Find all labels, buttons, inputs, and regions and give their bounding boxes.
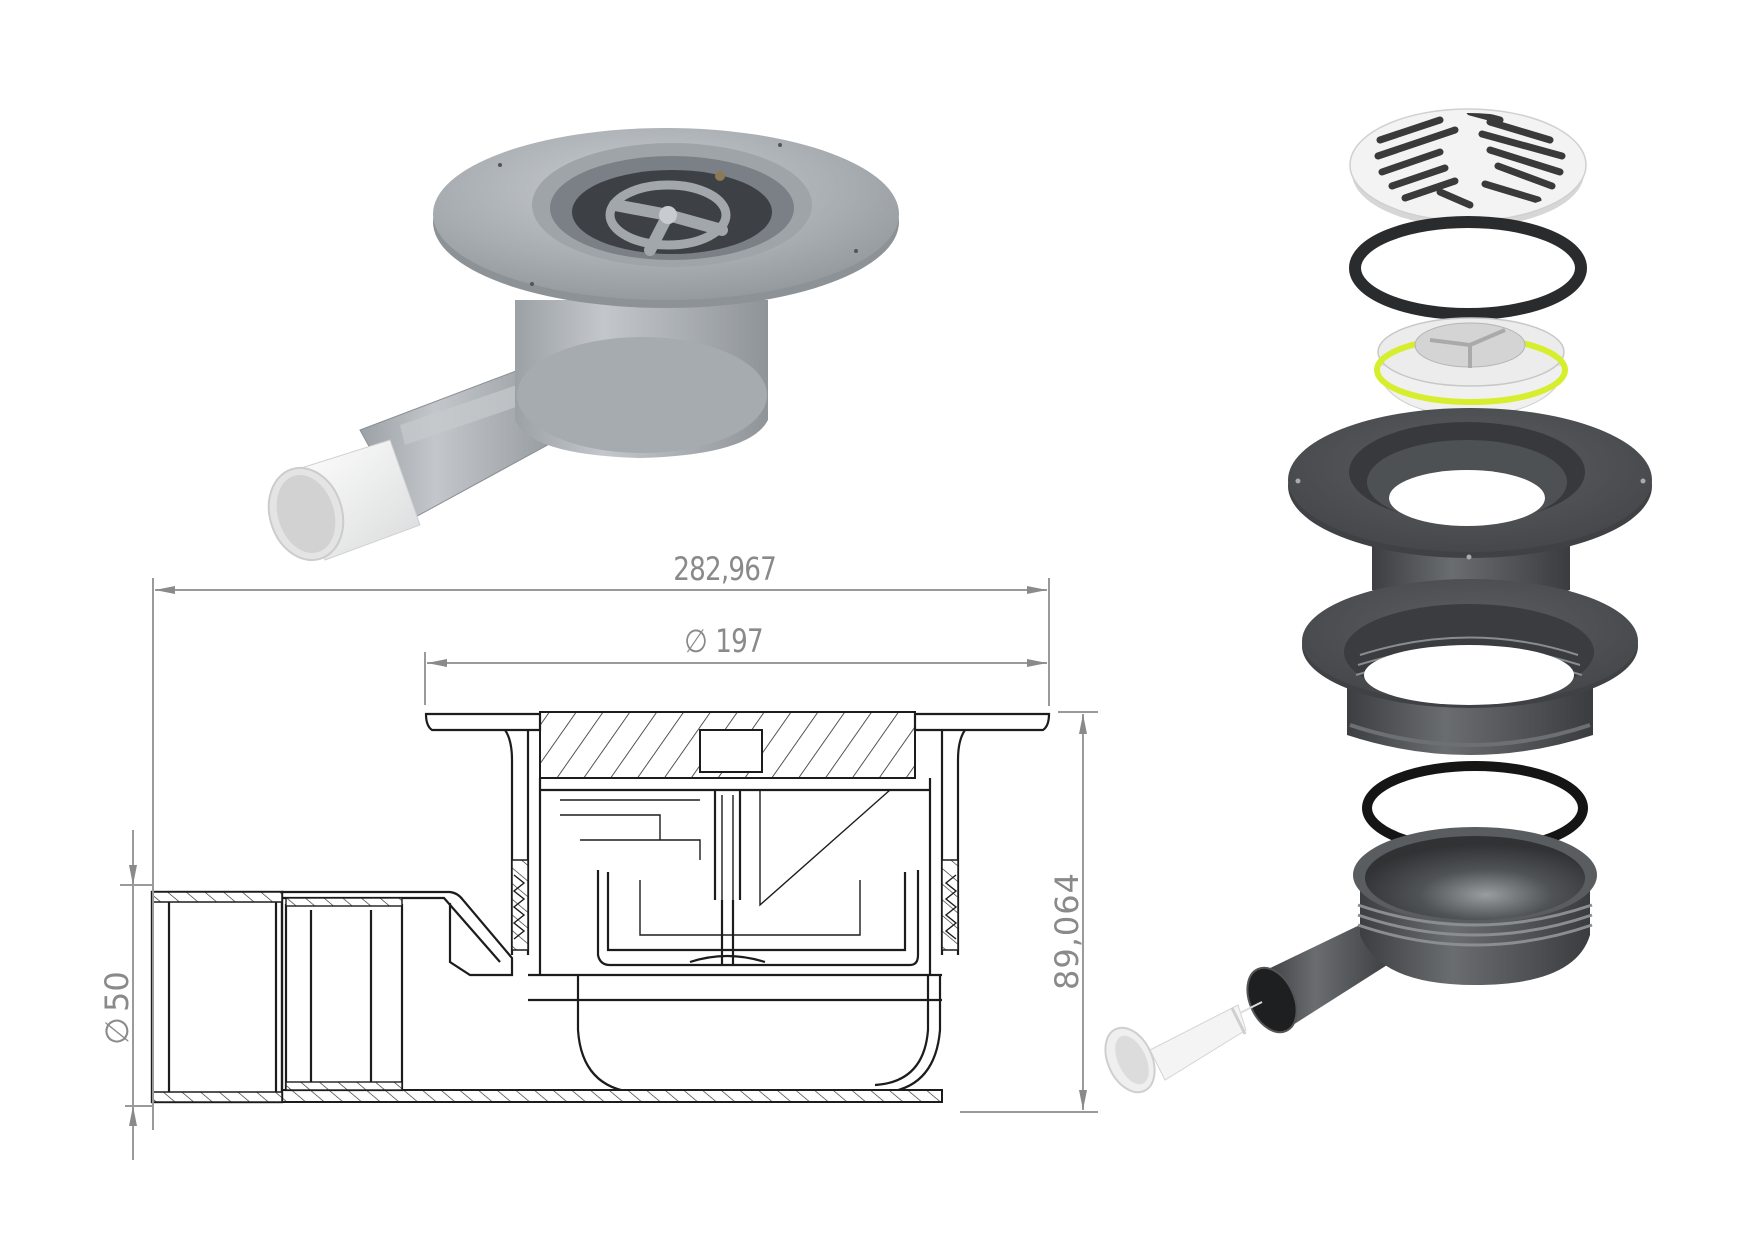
product-photo (267, 128, 899, 562)
dim-height (1028, 683, 1068, 883)
dim-outlet-diameter: ∅ 50 (98, 971, 136, 1045)
dim-height-text: 89,064 (1048, 872, 1086, 990)
dim-overall-length: 282,967 (540, 550, 910, 588)
outlet-adapter-part (1104, 1001, 1263, 1094)
trap-insert-part (1374, 317, 1568, 419)
cross-section-drawing (150, 711, 1051, 1104)
drain-bowl-part (1246, 827, 1597, 1034)
diameter-symbol-icon: ∅ (98, 1017, 136, 1045)
dimension-lines (120, 578, 1098, 1160)
grate-part (1349, 108, 1587, 227)
diameter-symbol-icon: ∅ (684, 622, 708, 660)
top-flange-part (1288, 408, 1652, 608)
dim-outlet-diameter-text: 50 (98, 971, 136, 1013)
exploded-view (1104, 108, 1652, 1094)
clamp-flange-part (1302, 579, 1638, 755)
dim-height-wrap: 89,064 (1048, 872, 1086, 990)
dim-flange-diameter: ∅197 (540, 622, 910, 660)
seal-ring-part (1349, 216, 1587, 320)
dim-flange-diameter-text: 197 (715, 622, 763, 660)
dim-overall-length-text: 282,967 (673, 550, 778, 588)
